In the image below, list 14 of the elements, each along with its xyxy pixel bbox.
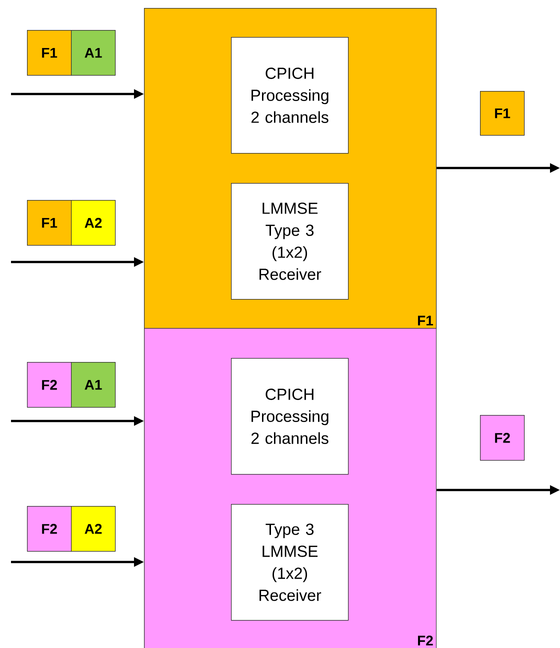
process-box: CPICH Processing 2 channels <box>231 358 349 475</box>
label-tag: F2 <box>27 506 72 552</box>
label-tag: A1 <box>71 362 116 408</box>
process-box: LMMSE Type 3 (1x2) Receiver <box>231 183 349 300</box>
label-tag: F1 <box>27 200 72 246</box>
label-tag: F1 <box>480 91 525 136</box>
process-box: Type 3 LMMSE (1x2) Receiver <box>231 504 349 621</box>
label-tag: A2 <box>71 200 116 246</box>
label-tag: F2 <box>480 415 525 461</box>
label-tag: F2 <box>27 362 72 408</box>
label-tag: F1 <box>27 30 72 76</box>
label-tag: A2 <box>71 506 116 552</box>
label-tag: A1 <box>71 30 116 76</box>
process-box: CPICH Processing 2 channels <box>231 37 349 154</box>
